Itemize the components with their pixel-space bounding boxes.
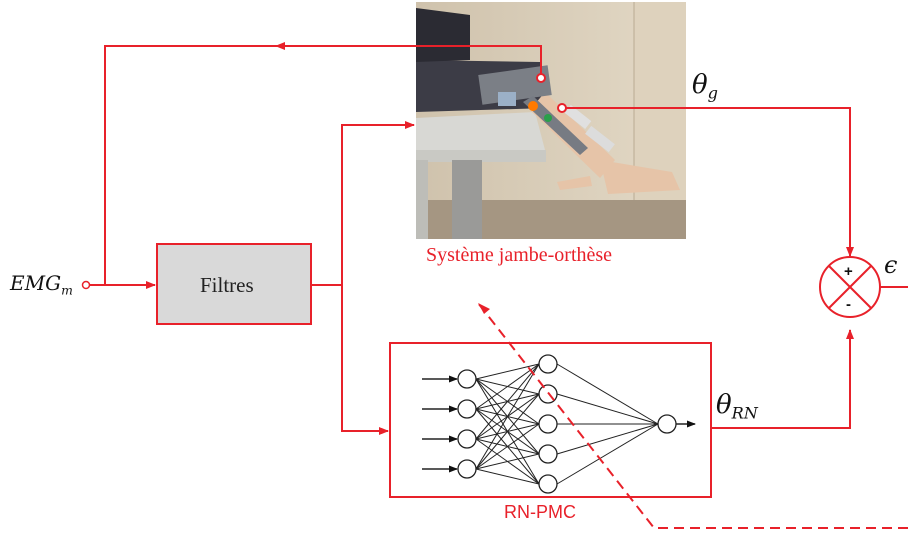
nn-hidden-neuron — [538, 444, 558, 464]
summing-junction — [819, 256, 881, 318]
theta-g-line — [565, 107, 854, 257]
filter-to-nn-arrow — [341, 285, 389, 435]
minus-sign: - — [846, 296, 851, 313]
emg-input-label: EMGm — [10, 271, 73, 298]
nn-connection — [556, 363, 659, 425]
nn-hidden-neuron — [538, 414, 558, 434]
system-caption: Système jambe-orthèse — [426, 244, 613, 266]
sensor-point-upper — [536, 73, 546, 83]
theta-g-label: θg — [692, 70, 718, 103]
nn-caption: RN-PMC — [504, 502, 576, 522]
nn-output-neuron — [657, 414, 677, 434]
nn-hidden-neuron — [538, 474, 558, 494]
nn-connection — [556, 423, 659, 455]
leg-orthosis-photo — [416, 2, 686, 239]
nn-connection — [475, 363, 540, 380]
nn-connection — [475, 363, 540, 470]
input-terminal — [81, 280, 91, 290]
nn-hidden-neuron — [538, 354, 558, 374]
filter-block — [156, 243, 312, 325]
nn-connection — [475, 468, 540, 485]
filter-to-system-arrow — [311, 121, 415, 286]
nn-connection — [475, 423, 540, 470]
nn-connection — [556, 393, 659, 425]
error-label: ϵ — [884, 251, 898, 279]
signal-wiring — [90, 42, 908, 435]
nn-connection — [556, 423, 659, 485]
nn-connection — [475, 363, 540, 440]
training-adjust-arrow — [477, 302, 908, 529]
filter-block-label: Filtres — [200, 273, 254, 297]
plus-sign: + — [844, 263, 853, 280]
emg-feedback-line — [104, 45, 542, 285]
nn-connection — [475, 453, 540, 470]
nn-input-neuron — [457, 429, 477, 449]
theta-rn-line — [711, 329, 854, 429]
nn-input-neuron — [457, 399, 477, 419]
nn-input-neuron — [457, 369, 477, 389]
nn-input-neuron — [457, 459, 477, 479]
nn-connection — [475, 363, 540, 410]
sensor-point-lower — [557, 103, 567, 113]
theta-rn-label: θRN — [716, 390, 758, 423]
neural-network-graph — [422, 354, 696, 494]
nn-connection — [475, 393, 540, 470]
